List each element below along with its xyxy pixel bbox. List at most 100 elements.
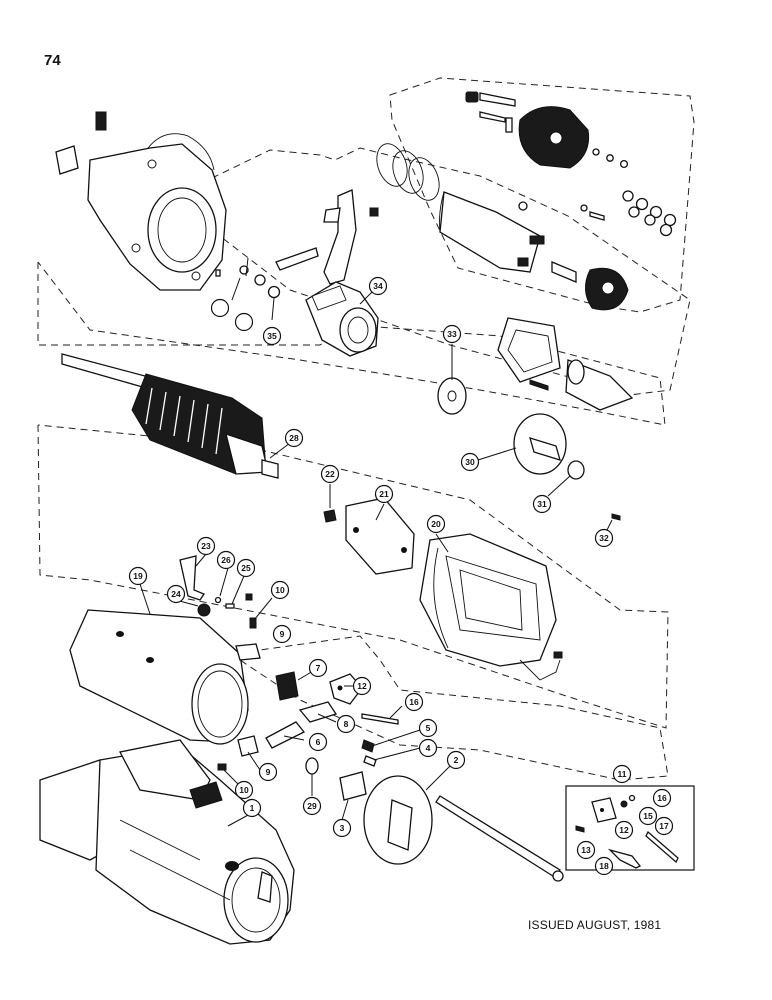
spring-5 [361,739,375,753]
clip [505,117,513,133]
grommet [197,603,211,617]
callout-6: 6 [308,732,328,752]
callout-5: 5 [418,718,438,738]
callout-33-label: 35 [267,331,277,341]
callout-27: 29 [302,796,322,816]
brush-group-outline [239,635,669,781]
pole-shoe [323,497,415,575]
callout-4-label: 4 [426,743,431,753]
callout-34 [234,312,254,332]
callout-19-label: 20 [431,519,441,529]
lever-shaft [275,247,319,271]
pin [529,379,549,391]
callout-15: 16 [652,788,672,808]
brush-spring [298,701,338,723]
callout-18-label: 19 [133,571,143,581]
issue-date: ISSUED AUGUST, 1981 [528,918,662,932]
callout-14-label: 15 [643,811,653,821]
callout-8: 8 [336,714,356,734]
callout-35 [210,298,230,318]
cap-hole [549,131,563,145]
callout-27-label: 29 [307,801,317,811]
callout-21-label: 22 [325,469,335,479]
housing-screws [95,111,107,131]
frame-opening [191,663,249,745]
housing-bore [147,187,217,273]
callout-16a: 16 [404,692,424,712]
callout-13: 13 [576,840,596,860]
cap-nuts-washers [580,148,677,237]
callout-29: 31 [532,494,552,514]
screw-top-left [465,91,479,103]
screw-30 [611,513,621,521]
callout-22: 23 [196,536,216,556]
callout-12b: 12 [614,820,634,840]
terminal-strap [179,555,205,601]
callout-22-label: 23 [201,541,211,551]
pivot-pin [361,713,399,725]
field-coils [419,533,563,681]
callout-30: 32 [594,528,614,548]
callout-6-label: 6 [316,737,321,747]
callout-25: 26 [216,550,236,570]
callout-17-label: 18 [599,861,609,871]
inset-detail-11 [565,785,695,871]
field-frame-group-outline [37,424,669,729]
brush-holder [329,673,363,705]
callout-11: 11 [612,764,632,784]
callout-5-label: 5 [426,723,431,733]
callout-31: 33 [442,324,462,344]
bushing-3 [339,771,367,801]
through-bolt [435,795,561,879]
assembled-starter-motor [39,739,295,945]
callout-13-label: 13 [581,845,591,855]
callout-11-label: 11 [618,769,627,779]
callout-10b-label: 10 [239,785,249,795]
callout-4: 4 [418,738,438,758]
callout-10b: 10 [234,780,254,800]
callout-23-label: 24 [171,589,181,599]
callout-7: 7 [308,658,328,678]
solenoid-group-outline [389,77,695,313]
callout-31-label: 33 [447,329,457,339]
gasket-plate [497,317,561,383]
callout-17: 18 [594,856,614,876]
callout-7-label: 7 [316,663,321,673]
callout-29-label: 31 [537,499,547,509]
callout-9b: 9 [258,762,278,782]
callout-2-label: 2 [454,755,459,765]
brush-holder-insulator [235,643,261,661]
washer-27 [305,757,319,775]
callout-16a-label: 16 [409,697,419,707]
field-frame [69,609,249,745]
field-frame-hardware [179,555,261,661]
callout-28-label: 30 [465,457,475,467]
callout-33: 35 [262,326,282,346]
housing-bushing [55,145,79,175]
solenoid-assembly [376,91,677,411]
plunger [551,261,577,283]
callout-23: 24 [166,584,186,604]
page-number: 74 [44,52,61,69]
drive-housing [55,111,227,291]
callout-15-label: 16 [657,793,667,803]
drive-housing-group-outline [211,147,691,396]
small-bolt [479,111,506,123]
callout-16b: 17 [654,816,674,836]
armature [61,353,279,479]
terminal [529,235,545,245]
callout-30-label: 32 [599,533,609,543]
washer-4 [363,755,377,767]
springs [376,143,440,201]
commutator-end-plate [513,413,621,521]
callout-2: 2 [446,750,466,770]
callout-20: 21 [374,484,394,504]
callout-25-label: 26 [221,555,231,565]
callout-1-label: 1 [250,803,255,813]
callout-12b-label: 12 [619,825,629,835]
callout-32: 34 [368,276,388,296]
drive-assembly [305,281,379,357]
callout-28: 30 [460,452,480,472]
callout-32-label: 34 [373,281,383,291]
